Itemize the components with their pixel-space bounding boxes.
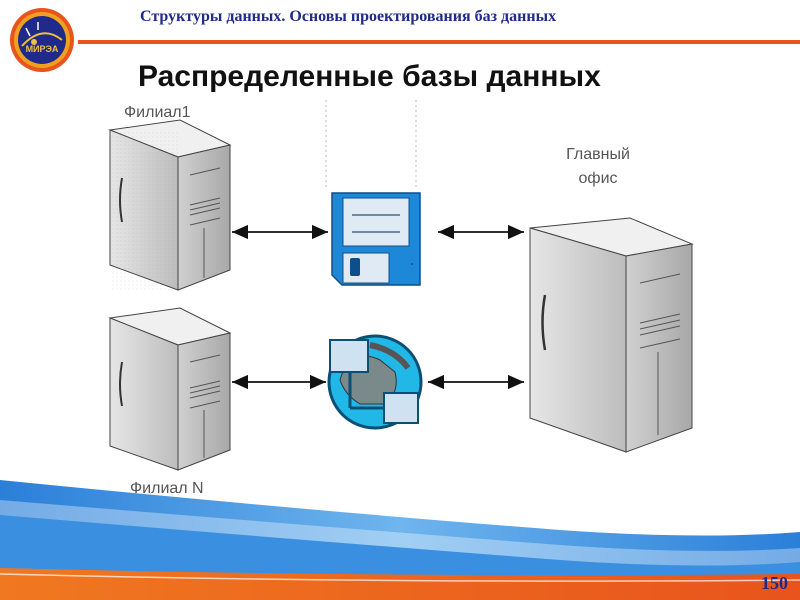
main-office-label-line2: офис xyxy=(578,170,618,187)
server-branchN-icon xyxy=(108,307,232,471)
server-main-office-icon xyxy=(529,217,694,453)
branch1-label: Филиал1 xyxy=(124,104,191,121)
page-title: Распределенные базы данных xyxy=(138,60,601,93)
network-globe-icon xyxy=(327,334,423,430)
header-bar xyxy=(0,0,800,44)
footer-decoration xyxy=(0,480,800,600)
header-title: Структуры данных. Основы проектирования … xyxy=(140,8,557,25)
branchN-label: Филиал N xyxy=(130,480,204,497)
main-office-label: Главный офис xyxy=(548,143,648,191)
mirea-logo-icon: МИРЭА xyxy=(10,8,74,72)
logo-text: МИРЭА xyxy=(26,44,59,54)
floppy-disk-icon xyxy=(331,192,421,286)
main-office-label-line1: Главный xyxy=(566,146,630,163)
server-branch1-icon xyxy=(108,119,232,291)
page-number: 150 xyxy=(761,573,788,593)
